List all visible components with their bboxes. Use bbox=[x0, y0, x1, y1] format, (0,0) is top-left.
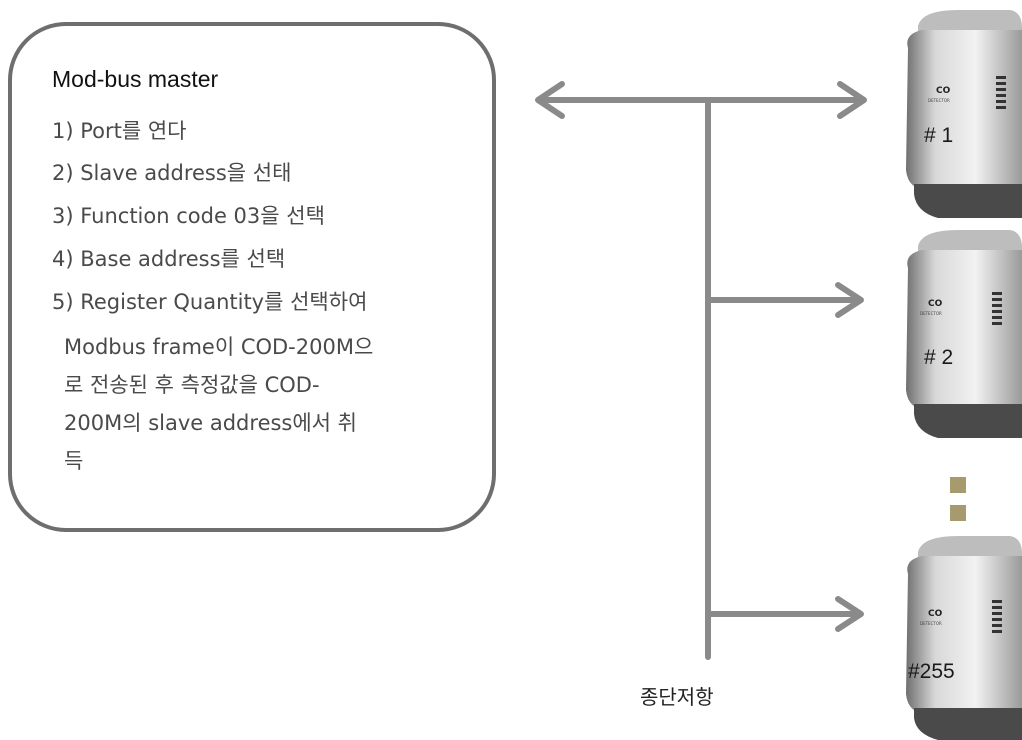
step-4: 4) Base address를 선택 bbox=[52, 247, 286, 271]
co-detector-device-2: CO DETECTOR bbox=[906, 230, 1022, 438]
ellipsis-dot bbox=[950, 505, 966, 521]
master-title: Mod-bus master bbox=[52, 66, 219, 92]
description-line: 로 전송된 후 측정값을 COD- bbox=[64, 373, 320, 397]
device-badge-bottom: DETECTOR bbox=[928, 98, 950, 103]
device-2-arrowhead bbox=[835, 282, 864, 318]
device-255-label: #255 bbox=[908, 660, 955, 683]
device-1-label: # 1 bbox=[924, 124, 954, 147]
terminator-resistor-label: 종단저항 bbox=[640, 685, 714, 709]
device-badge-top: CO bbox=[928, 299, 943, 309]
master-description: Modbus frame이 COD-200M으 로 전송된 후 측정값을 COD… bbox=[64, 328, 484, 480]
device-bottom-base bbox=[914, 404, 1022, 438]
device-1-arrowhead bbox=[837, 81, 867, 119]
ellipsis-dot bbox=[950, 477, 966, 493]
co-detector-device-1: CO DETECTOR bbox=[906, 10, 1022, 218]
step-2: 2) Slave address을 선태 bbox=[52, 161, 292, 185]
description-line: Modbus frame이 COD-200M으 bbox=[64, 335, 374, 359]
device-bottom-base bbox=[914, 708, 1022, 740]
description-line: 200M의 slave address에서 취 bbox=[64, 411, 358, 435]
device-255-arrowhead bbox=[835, 596, 864, 632]
device-body bbox=[906, 30, 1022, 190]
device-badge-top: CO bbox=[928, 609, 943, 619]
device-body bbox=[906, 250, 1022, 410]
step-3: 3) Function code 03을 선택 bbox=[52, 204, 325, 228]
device-badge-bottom: DETECTOR bbox=[920, 311, 942, 316]
device-body bbox=[906, 556, 1022, 714]
modbus-master-box bbox=[8, 22, 496, 532]
step-5: 5) Register Quantity를 선택하여 bbox=[52, 290, 368, 314]
co-detector-device-255: CO DETECTOR bbox=[906, 536, 1022, 740]
master-arrowhead bbox=[535, 81, 565, 119]
description-line: 득 bbox=[64, 449, 84, 473]
device-bottom-base bbox=[914, 184, 1022, 218]
step-1: 1) Port를 연다 bbox=[52, 119, 187, 143]
device-badge-bottom: DETECTOR bbox=[920, 621, 942, 626]
device-badge-top: CO bbox=[936, 86, 951, 96]
device-2-label: # 2 bbox=[924, 346, 954, 369]
vent-slots bbox=[992, 600, 1002, 633]
vent-slots bbox=[992, 292, 1002, 325]
vent-slots bbox=[996, 76, 1006, 109]
